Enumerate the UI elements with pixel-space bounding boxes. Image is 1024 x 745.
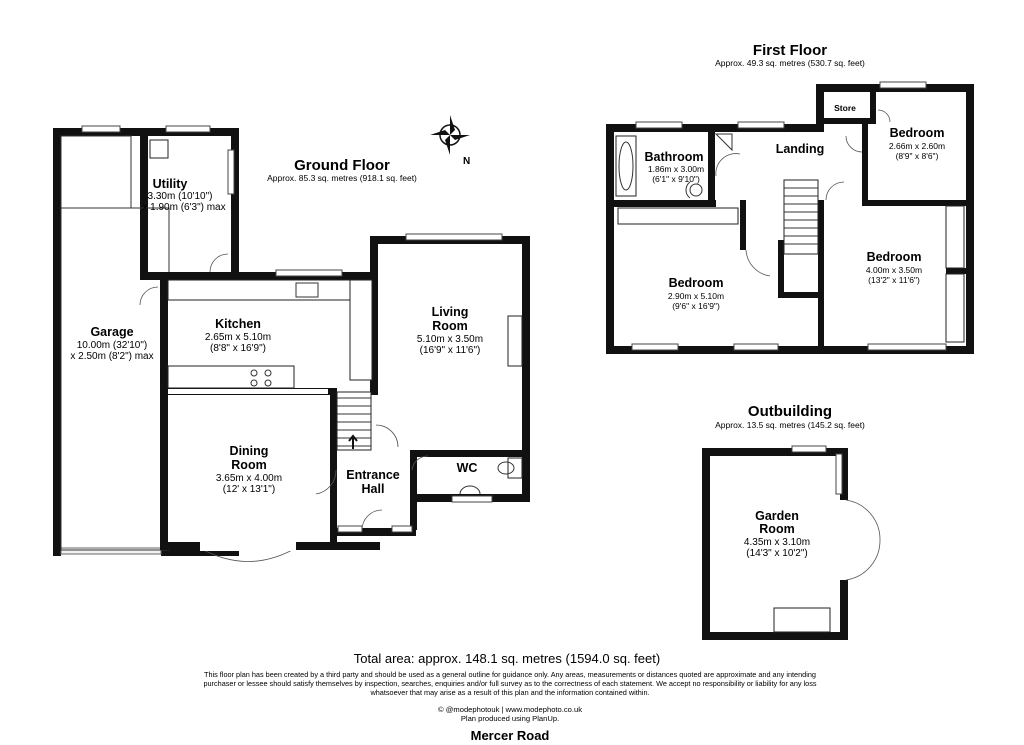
- disclaimer-line-3: whatsoever that may arise as a result of…: [369, 688, 649, 697]
- utility-label: Utility: [153, 177, 188, 191]
- disclaimer-line-2: purchaser or lessee should satisfy thems…: [203, 679, 816, 688]
- bedroom-1-dim-1: 2.66m x 2.60m: [889, 141, 945, 151]
- dining-room-dim-2: (12' x 13'1"): [223, 484, 275, 495]
- garage-dim-1: 10.00m (32'10"): [77, 340, 148, 351]
- kitchen-label: Kitchen: [215, 317, 261, 331]
- compass-north-label: N: [463, 156, 470, 167]
- kitchen-dim-2: (8'8" x 16'9"): [210, 343, 266, 354]
- total-area: Total area: approx. 148.1 sq. metres (15…: [354, 651, 660, 666]
- outbuilding-title: Outbuilding: [748, 403, 832, 420]
- bedroom-1-dim-2: (8'9" x 8'6"): [896, 151, 939, 161]
- living-room-label-2: Room: [432, 319, 467, 333]
- bathroom-dim-2: (6'1" x 9'10"): [652, 174, 700, 184]
- first-floor-area: Approx. 49.3 sq. metres (530.7 sq. feet): [715, 58, 865, 68]
- garden-room-dim-1: 4.35m x 3.10m: [744, 537, 810, 548]
- bedroom-2-dim-2: (9'6" x 16'9"): [672, 301, 720, 311]
- garage-label: Garage: [90, 325, 133, 339]
- outbuilding-area: Approx. 13.5 sq. metres (145.2 sq. feet): [715, 420, 865, 430]
- first-floor-plan: [606, 81, 974, 354]
- entrance-hall-label-1: Entrance: [346, 468, 400, 482]
- bedroom-3-dim-2: (13'2" x 11'6"): [868, 275, 920, 285]
- disclaimer-line-1: This floor plan has been created by a th…: [204, 670, 816, 679]
- bedroom-2-dim-1: 2.90m x 5.10m: [668, 291, 724, 301]
- bedroom-1-label: Bedroom: [890, 126, 945, 140]
- wc-label: WC: [457, 461, 478, 475]
- utility-dim-2: x 1.90m (6'3") max: [142, 202, 225, 213]
- ground-floor-title: Ground Floor: [294, 157, 390, 174]
- ground-floor-plan: [53, 125, 530, 562]
- credit-line-1: © @modephotouk | www.modephoto.co.uk: [438, 705, 582, 714]
- living-room-dim-1: 5.10m x 3.50m: [417, 334, 483, 345]
- first-floor-title: First Floor: [753, 42, 827, 59]
- utility-dim-1: 3.30m (10'10"): [148, 191, 213, 202]
- bedroom-3-dim-1: 4.00m x 3.50m: [866, 265, 922, 275]
- outbuilding-plan: [702, 445, 881, 640]
- entrance-hall-label-2: Hall: [362, 482, 385, 496]
- dining-room-label-1: Dining: [230, 444, 269, 458]
- bathroom-dim-1: 1.86m x 3.00m: [648, 164, 704, 174]
- store-label: Store: [834, 103, 856, 113]
- landing-label: Landing: [776, 142, 825, 156]
- garden-room-label-1: Garden: [755, 509, 799, 523]
- bathroom-label: Bathroom: [644, 150, 703, 164]
- credit-line-2: Plan produced using PlanUp.: [461, 714, 559, 723]
- bedroom-3-label: Bedroom: [867, 250, 922, 264]
- dining-room-label-2: Room: [231, 458, 266, 472]
- living-room-label-1: Living: [432, 305, 469, 319]
- living-room-dim-2: (16'9" x 11'6"): [420, 345, 481, 356]
- dining-room-dim-1: 3.65m x 4.00m: [216, 473, 282, 484]
- compass-icon: N: [430, 115, 470, 167]
- bedroom-2-label: Bedroom: [669, 276, 724, 290]
- ground-floor-area: Approx. 85.3 sq. metres (918.1 sq. feet): [267, 173, 417, 183]
- garage-dim-2: x 2.50m (8'2") max: [70, 351, 153, 362]
- kitchen-dim-1: 2.65m x 5.10m: [205, 332, 271, 343]
- garden-room-dim-2: (14'3" x 10'2"): [746, 548, 808, 559]
- garden-room-label-2: Room: [759, 522, 794, 536]
- address-label: Mercer Road: [471, 728, 550, 743]
